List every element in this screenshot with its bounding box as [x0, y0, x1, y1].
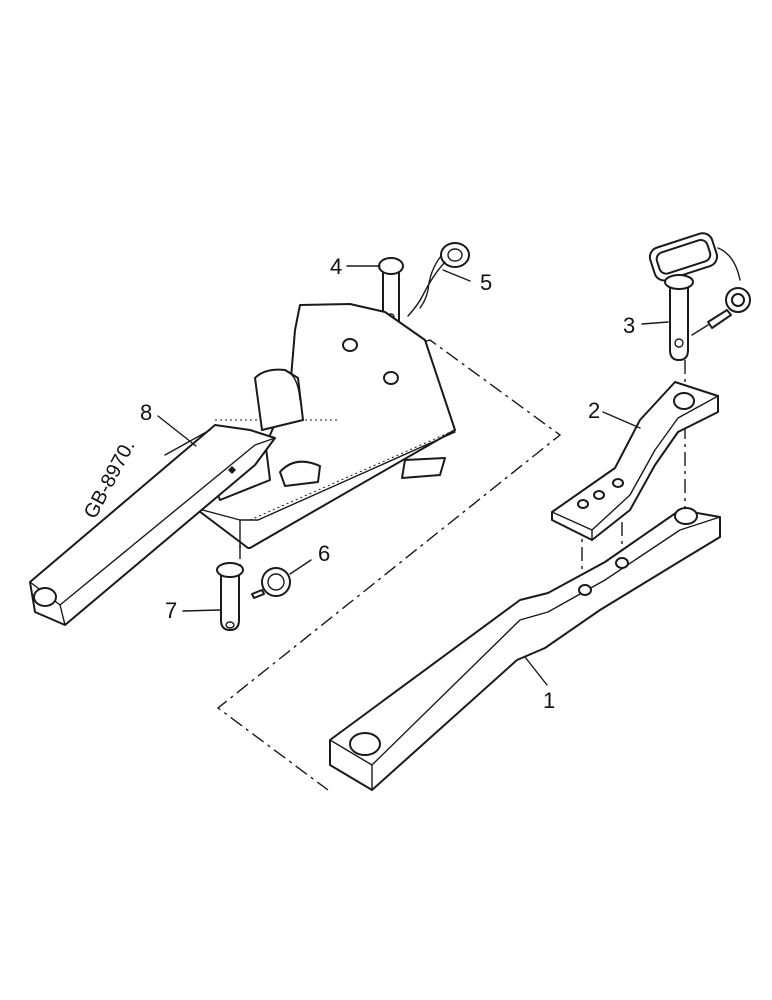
- label-part-3: 3: [623, 313, 635, 338]
- part-5-r-clip: [407, 242, 470, 317]
- leader-3: [641, 321, 669, 325]
- leader-6: [289, 559, 312, 575]
- part-6-linch-pin: [251, 567, 291, 599]
- part-2-link-plate: [551, 381, 719, 541]
- leader-7: [182, 609, 221, 612]
- label-part-5: 5: [480, 270, 492, 295]
- leader-8: [157, 415, 197, 447]
- label-part-2: 2: [588, 398, 600, 423]
- leader-1: [524, 656, 548, 686]
- callout-labels: 1 2 3 4 5 6 7 8: [140, 254, 635, 713]
- label-part-1: 1: [543, 688, 555, 713]
- leader-lines: [157, 265, 669, 686]
- label-part-7: 7: [165, 598, 177, 623]
- part-3-pin-with-ring: [648, 232, 751, 361]
- label-part-6: 6: [318, 541, 330, 566]
- leader-5: [442, 269, 471, 282]
- leader-2: [602, 411, 641, 429]
- part-1-drawbar: [329, 507, 721, 791]
- label-part-4: 4: [330, 254, 342, 279]
- label-part-8: 8: [140, 400, 152, 425]
- part-8-swinging-drawbar: [29, 303, 456, 626]
- part-7-vertical-pin: [216, 562, 244, 631]
